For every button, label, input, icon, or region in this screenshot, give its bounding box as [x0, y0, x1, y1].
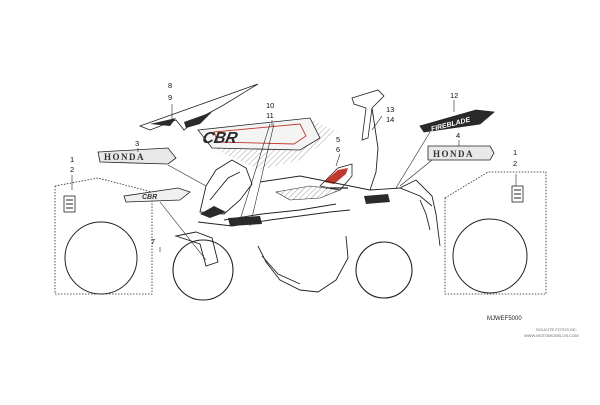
right-number-plate-decal	[444, 171, 547, 295]
callout-11: 11	[266, 111, 274, 120]
callout-10: 10	[266, 101, 274, 110]
callout-5: 5	[336, 135, 340, 144]
cbr-decal-small: CBR	[123, 187, 191, 203]
cbr-decal-small-text: CBR	[142, 194, 157, 201]
side-panel-accents	[200, 185, 390, 226]
watermark-line-1: SOLICITE FOTOS DE:	[536, 327, 577, 332]
callout-12: 12	[450, 91, 458, 100]
callout-14: 14	[386, 115, 394, 124]
fireblade-decal: FIREBLADE	[419, 109, 495, 133]
motorcycle-outline	[172, 107, 441, 301]
callout-1: 1	[70, 155, 74, 164]
honda-decal-left-text: HONDA	[104, 152, 145, 162]
callout-8: 8	[168, 81, 172, 90]
watermark-line-2: WWW.MOTOMODELOS.COM	[524, 333, 579, 338]
tail-stripe	[351, 89, 385, 141]
drawing-code: MJWEF5000	[487, 316, 522, 322]
callout-3: 3	[135, 139, 139, 148]
callout-1-right: 1	[513, 148, 517, 157]
cbr-decal-large-text: CBR	[201, 129, 240, 147]
wing-emblem	[319, 163, 353, 191]
callout-2-right: 2	[513, 159, 517, 168]
callout-13: 13	[386, 105, 394, 114]
honda-decal-right-text: HONDA	[433, 149, 474, 159]
callout-2: 2	[70, 165, 74, 174]
cbr-decal-large: CBR	[197, 117, 338, 170]
honda-decal-left: HONDA	[97, 147, 177, 165]
callout-7: 7	[151, 237, 155, 246]
callout-6: 6	[336, 145, 340, 154]
callout-4: 4	[456, 131, 460, 140]
honda-decal-right: HONDA	[427, 145, 495, 161]
callout-9: 9	[168, 93, 172, 102]
left-number-plate-decal	[54, 177, 153, 295]
upper-fairing-stripe	[138, 83, 259, 131]
